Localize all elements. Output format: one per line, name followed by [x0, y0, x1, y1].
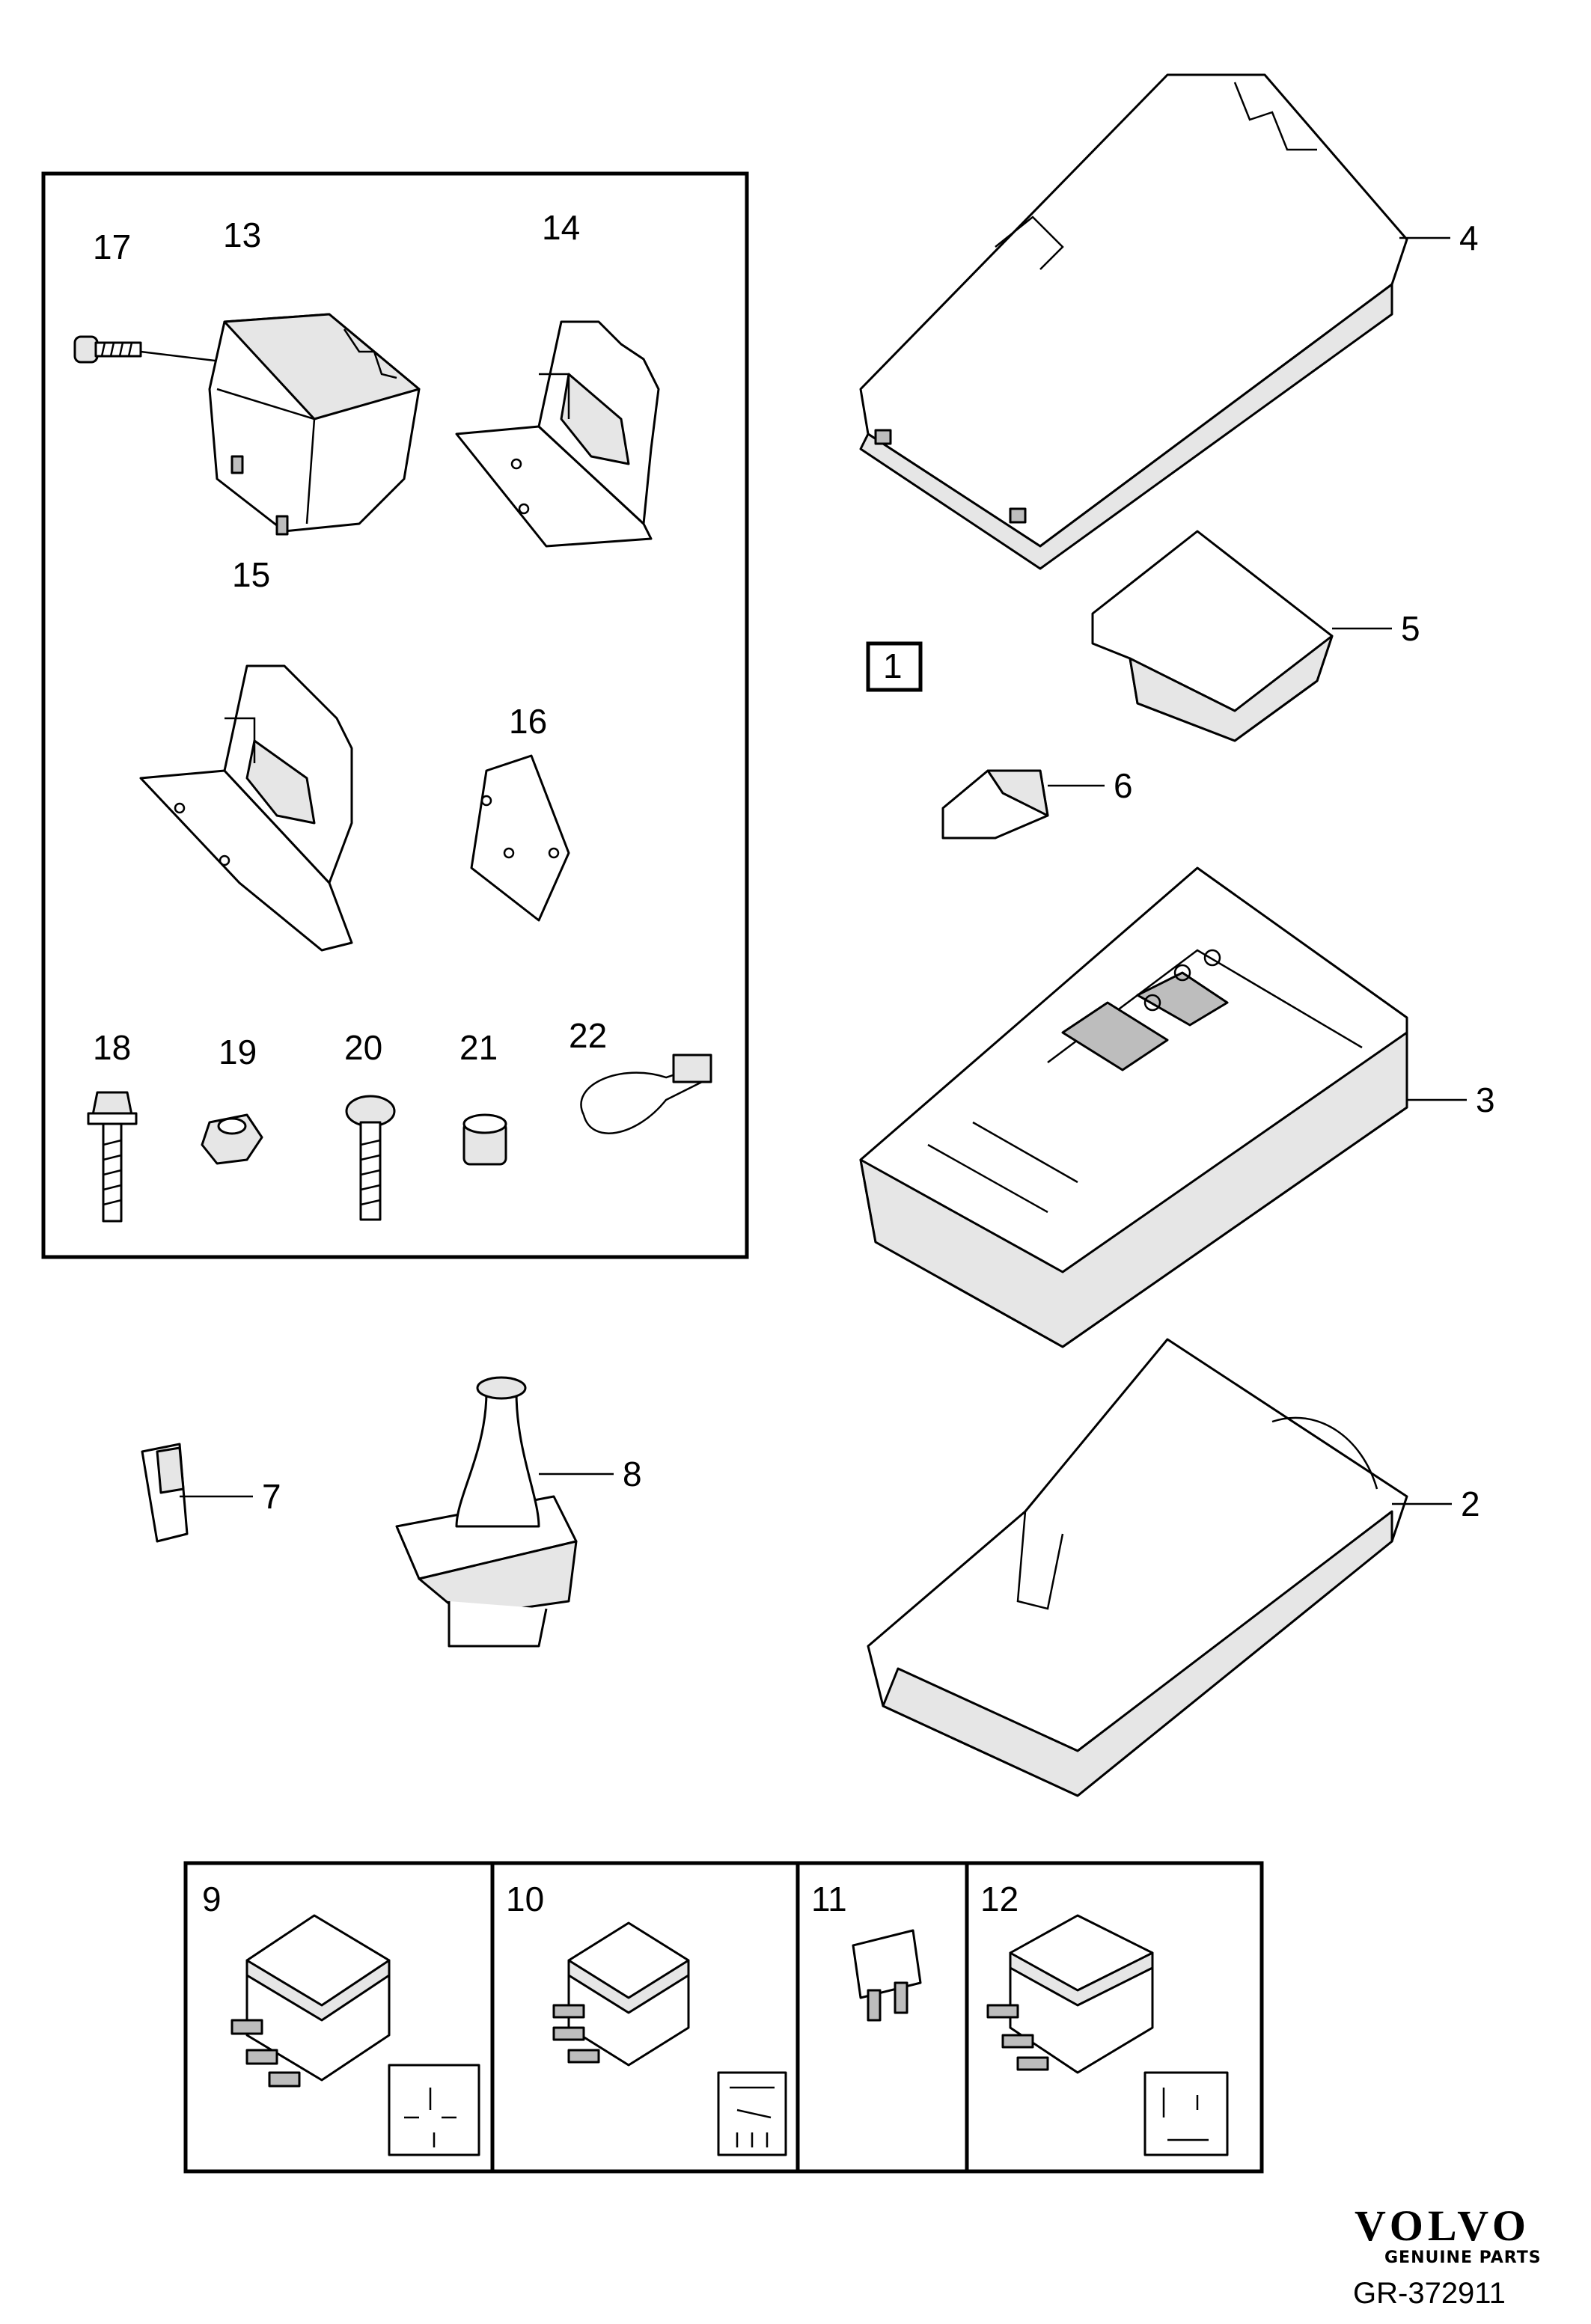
callout-22: 22	[569, 1016, 607, 1055]
callout-18: 18	[93, 1028, 131, 1067]
callout-16: 16	[509, 702, 547, 741]
callout-9: 9	[202, 1880, 222, 1918]
part-19-nut	[201, 1113, 263, 1165]
callout-14: 14	[542, 208, 580, 247]
part-15-bracket	[139, 664, 353, 952]
volvo-logo-text: VOLVO	[1355, 2201, 1530, 2250]
genuine-parts-text: GENUINE PARTS	[1384, 2248, 1542, 2267]
callout-4: 4	[1459, 218, 1479, 257]
callout-2: 2	[1461, 1484, 1480, 1523]
callout-17: 17	[93, 227, 131, 266]
part-14-bracket	[455, 320, 660, 548]
part-13-bracket	[208, 313, 421, 536]
drawing-code: GR-372911	[1353, 2277, 1506, 2310]
relay-10	[552, 1921, 787, 2156]
part-8-grommet	[395, 1376, 578, 1648]
part-18-bolt	[87, 1091, 138, 1223]
callout-13: 13	[223, 215, 261, 254]
callout-8: 8	[623, 1455, 642, 1493]
callout-11: 11	[811, 1880, 847, 1918]
callout-19: 19	[219, 1033, 257, 1071]
callout-7: 7	[262, 1477, 281, 1516]
relay-panels	[183, 1861, 1264, 2174]
callout-3: 3	[1476, 1080, 1495, 1119]
part-16-plate	[470, 754, 570, 922]
item-1-box	[866, 641, 923, 692]
callout-12: 12	[980, 1880, 1019, 1918]
callout-20: 20	[344, 1028, 382, 1067]
relay-9	[230, 1914, 480, 2156]
part-3-fuse-box	[859, 866, 1408, 1348]
part-6-block	[941, 769, 1049, 840]
part-2-tray	[867, 1338, 1408, 1797]
part-21-spacer	[462, 1113, 507, 1166]
part-22-cable-tie	[580, 1054, 712, 1134]
callout-6: 6	[1114, 766, 1133, 805]
callout-21: 21	[459, 1028, 498, 1067]
kit-frame	[41, 171, 749, 1259]
callout-10: 10	[506, 1880, 544, 1918]
callout-1: 1	[883, 646, 903, 685]
part-5-lid	[1091, 530, 1334, 742]
callout-labels: 1 2 3 4 5 6 7 8 9 10 11 12 13 14 15 16 1…	[93, 208, 1495, 1918]
callout-15: 15	[232, 555, 270, 594]
callout-5: 5	[1401, 609, 1420, 648]
part-4-cover	[859, 73, 1408, 570]
part-20-screw	[345, 1095, 396, 1221]
relay-12	[986, 1914, 1229, 2156]
fuse-11	[852, 1929, 922, 2022]
part-7-connector	[141, 1443, 189, 1543]
